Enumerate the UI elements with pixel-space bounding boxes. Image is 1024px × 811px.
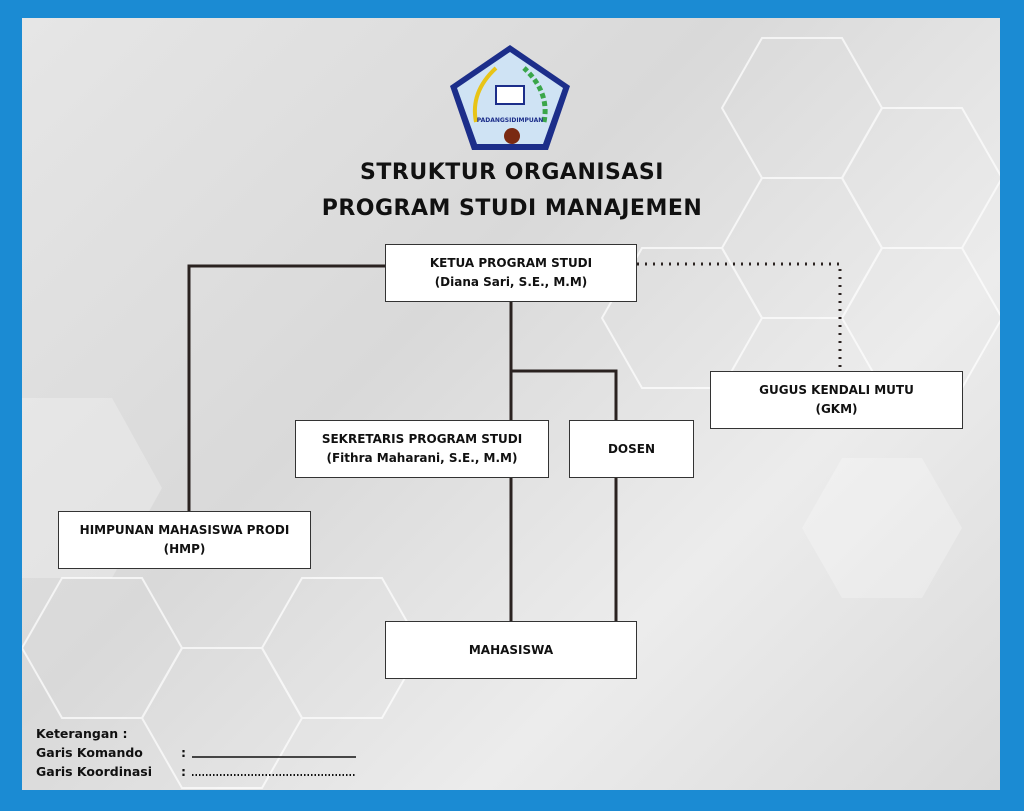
command-line-dosen (511, 369, 618, 420)
legend-heading: Keterangan : (36, 726, 128, 741)
coordination-line-gkm (637, 262, 842, 371)
node-name: (GKM) (815, 402, 858, 416)
node-mahasiswa: MAHASISWA (385, 621, 637, 679)
node-role: MAHASISWA (468, 642, 554, 657)
node-role: SEKRETARIS PROGRAM STUDI (321, 432, 523, 446)
node-sekretaris: SEKRETARIS PROGRAM STUDI (Fithra Maharan… (295, 420, 549, 478)
node-name: (HMP) (163, 542, 206, 556)
legend-separator: : (181, 745, 186, 760)
node-role: GUGUS KENDALI MUTU (759, 383, 914, 397)
node-name: (Diana Sari, S.E., M.M) (434, 275, 588, 289)
node-name: (Fithra Maharani, S.E., M.M) (326, 451, 518, 465)
node-role: DOSEN (607, 441, 656, 456)
title-line-2: PROGRAM STUDI MANAJEMEN (321, 196, 703, 221)
title-line-1: STRUKTUR ORGANISASI (360, 160, 664, 185)
legend-separator: : (181, 764, 186, 779)
legend-coordination-label: Garis Koordinasi (36, 764, 153, 779)
legend-command-label: Garis Komando (36, 745, 143, 760)
node-ketua: KETUA PROGRAM STUDI (Diana Sari, S.E., M… (385, 244, 637, 302)
node-role: KETUA PROGRAM STUDI (429, 256, 593, 270)
command-line-hmp (187, 264, 385, 511)
node-gkm: GUGUS KENDALI MUTU (GKM) (710, 371, 963, 429)
node-dosen: DOSEN (569, 420, 694, 478)
university-logo: PADANGSIDIMPUAN (450, 45, 570, 150)
logo-bottom-text: PADANGSIDIMPUAN (477, 117, 544, 124)
node-role: HIMPUNAN MAHASISWA PRODI (79, 523, 290, 537)
node-hmp: HIMPUNAN MAHASISWA PRODI (HMP) (58, 511, 311, 569)
